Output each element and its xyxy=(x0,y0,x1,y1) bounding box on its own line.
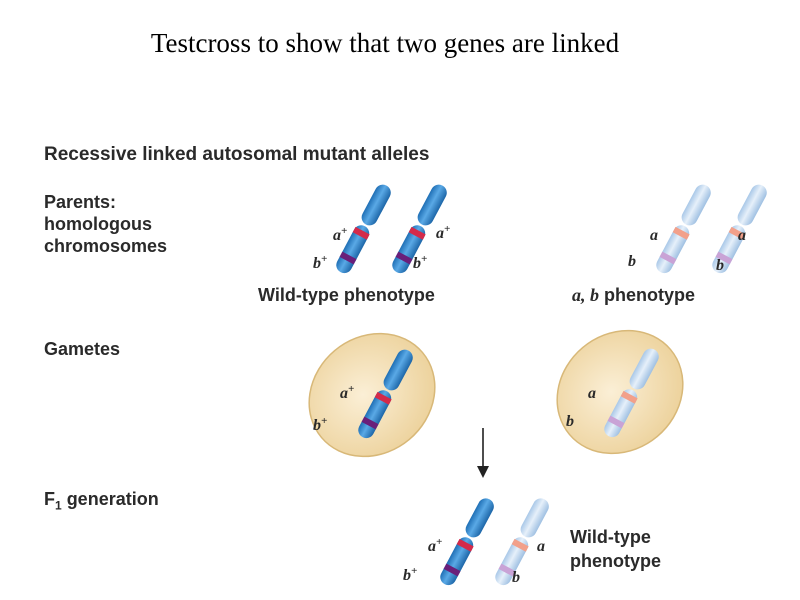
band-a-plus xyxy=(352,226,370,240)
parents-label: Parents: homologous chromosomes xyxy=(44,191,167,257)
f1-chromosomes: a+ b+ a b xyxy=(403,498,549,586)
parents-label-line2: homologous xyxy=(44,214,152,234)
parent-mutant-chromosomes: a b a b xyxy=(628,184,767,274)
f1-phenotype-label: Wild-type phenotype xyxy=(570,525,661,573)
f1-allele-a: a xyxy=(537,538,545,555)
allele-b-plus-right: b+ xyxy=(413,253,427,272)
allele-a-right: a xyxy=(738,227,746,244)
band-b xyxy=(659,251,677,265)
chromosome-mutant-1 xyxy=(656,184,711,274)
gamete-cell xyxy=(556,329,684,455)
wild-type-phenotype-label: Wild-type phenotype xyxy=(258,285,435,305)
band-a xyxy=(620,390,638,404)
parents-label-line1: Parents: xyxy=(44,192,117,212)
band-a xyxy=(672,226,690,240)
band-b-plus xyxy=(443,563,461,577)
allele-a-plus-right: a+ xyxy=(436,223,450,242)
band-b-plus xyxy=(361,416,379,430)
gamete-allele-a-plus: a+ xyxy=(340,383,354,402)
f1-phenotype-line1: Wild-type xyxy=(570,527,651,547)
f1-allele-a-plus: a+ xyxy=(428,536,442,555)
gamete-mutant: a b xyxy=(556,329,684,455)
chromosome-mutant-2 xyxy=(712,184,767,274)
gamete-chromosome-mutant xyxy=(604,348,659,438)
slide-title: Testcross to show that two genes are lin… xyxy=(150,28,620,58)
band-a-plus xyxy=(374,391,392,405)
f1-chromosome-wild xyxy=(440,498,494,586)
mutant-phenotype-genes: a, b xyxy=(572,285,599,305)
band-a-plus xyxy=(456,538,474,552)
gamete-cell xyxy=(308,332,436,458)
band-b xyxy=(498,563,516,577)
f1-phenotype-line2: phenotype xyxy=(570,551,662,571)
f1-generation-label: F1 generation xyxy=(44,489,159,513)
allele-b-left: b xyxy=(628,253,636,270)
f1-subscript: 1 xyxy=(55,498,62,513)
allele-b-plus-left: b+ xyxy=(313,253,327,272)
f1-suffix: generation xyxy=(61,489,159,509)
band-b-plus xyxy=(339,251,357,265)
gamete-allele-b-plus: b+ xyxy=(313,415,327,434)
allele-a-plus-left: a+ xyxy=(333,225,347,244)
section-header: Recessive linked autosomal mutant allele… xyxy=(44,144,430,165)
gamete-wild-type: a+ b+ xyxy=(308,332,436,458)
band-a xyxy=(511,538,529,552)
mutant-phenotype-label: a, b phenotype xyxy=(572,285,695,306)
f1-allele-b: b xyxy=(512,569,520,586)
allele-a-left: a xyxy=(650,227,658,244)
chromosome-wild-2 xyxy=(392,184,447,274)
mutant-phenotype-text: phenotype xyxy=(599,285,696,305)
gametes-label: Gametes xyxy=(44,339,121,359)
gamete-allele-a: a xyxy=(588,385,596,402)
parents-label-line3: chromosomes xyxy=(44,236,168,256)
allele-b-right: b xyxy=(716,257,724,274)
band-b xyxy=(715,251,733,265)
f1-chromosome-mutant xyxy=(495,498,549,586)
down-arrow-icon xyxy=(477,428,489,478)
band-b xyxy=(607,415,625,429)
gamete-allele-b: b xyxy=(566,413,574,430)
band-a xyxy=(728,226,746,240)
f1-prefix: F xyxy=(44,489,55,509)
parent-wild-type-chromosomes: a+ b+ a+ b+ xyxy=(313,184,450,274)
band-a-plus xyxy=(408,226,426,240)
f1-allele-b-plus: b+ xyxy=(403,565,417,584)
gamete-chromosome-wild xyxy=(358,349,413,439)
chromosome-wild-1 xyxy=(336,184,391,274)
band-b-plus xyxy=(395,251,413,265)
